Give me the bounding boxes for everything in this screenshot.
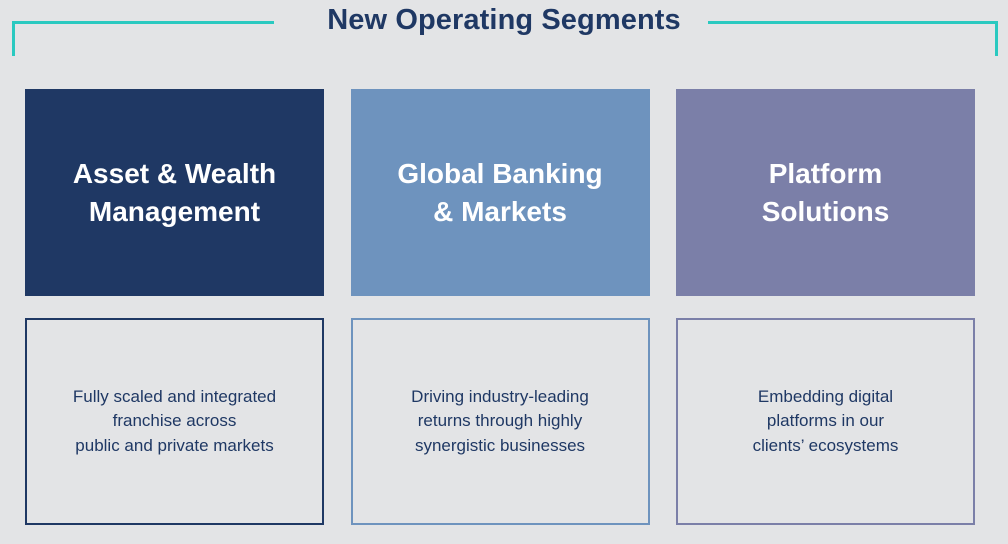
segment-column-global-banking-markets: Global Banking & Markets Driving industr… xyxy=(350,89,650,525)
segment-description-line-1: Embedding digital xyxy=(757,386,894,406)
segment-description-line-1: Fully scaled and integrated xyxy=(72,386,277,406)
segment-header-line-1: Platform xyxy=(768,157,883,189)
segment-column-platform-solutions: Platform Solutions Embedding digital pla… xyxy=(676,89,975,525)
segment-header-line-1: Asset & Wealth xyxy=(72,157,277,189)
segment-header-line-2: & Markets xyxy=(433,195,567,227)
segment-header-platform-solutions[interactable]: Platform Solutions xyxy=(676,89,975,296)
segment-description-line-2: platforms in our xyxy=(766,411,885,431)
segment-description-line-2: franchise across xyxy=(112,411,237,431)
segment-description-line-2: returns through highly xyxy=(417,411,583,431)
title-band: New Operating Segments xyxy=(0,0,1008,72)
segment-column-asset-wealth-management: Asset & Wealth Management Fully scaled a… xyxy=(25,89,324,525)
segment-header-line-1: Global Banking xyxy=(397,157,603,189)
segment-description-platform-solutions: Embedding digital platforms in our clien… xyxy=(676,318,975,525)
segment-description-line-1: Driving industry-leading xyxy=(411,386,589,406)
bracket-left-decoration xyxy=(12,21,274,56)
segment-header-line-2: Solutions xyxy=(761,195,890,227)
page-title: New Operating Segments xyxy=(327,4,681,36)
segment-header-asset-wealth-management[interactable]: Asset & Wealth Management xyxy=(25,89,324,296)
segment-header-line-2: Management xyxy=(88,195,261,227)
bracket-right-decoration xyxy=(708,21,998,56)
segment-description-global-banking-markets: Driving industry-leading returns through… xyxy=(350,318,650,525)
segment-header-global-banking-markets[interactable]: Global Banking & Markets xyxy=(350,89,650,296)
segments-container: Asset & Wealth Management Fully scaled a… xyxy=(25,89,975,525)
segment-description-line-3: clients’ ecosystems xyxy=(752,435,899,455)
segment-description-line-3: synergistic businesses xyxy=(414,435,586,455)
segment-description-line-3: public and private markets xyxy=(75,435,274,455)
segment-description-asset-wealth-management: Fully scaled and integrated franchise ac… xyxy=(25,318,324,525)
